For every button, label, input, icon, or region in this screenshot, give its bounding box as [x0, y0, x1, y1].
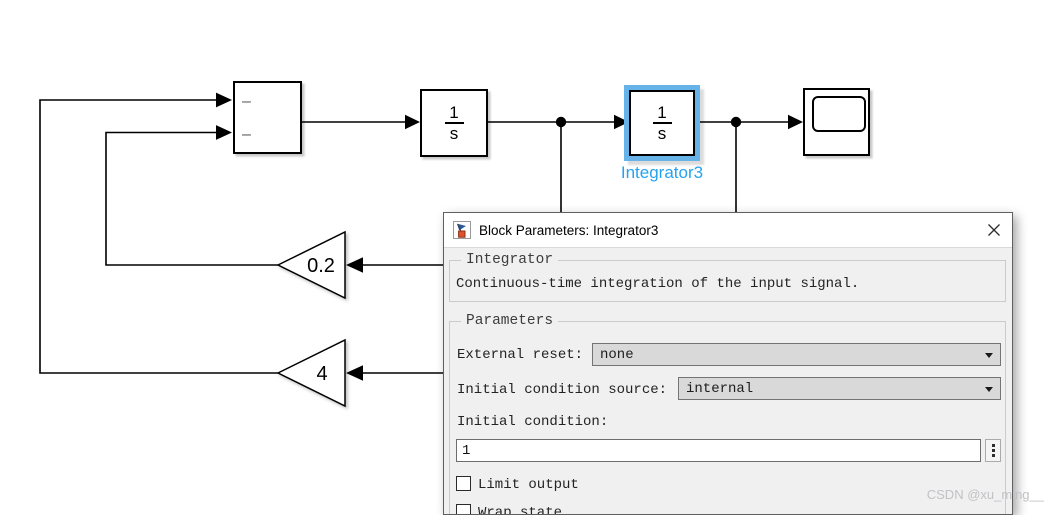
integrator-description: Continuous-time integration of the input… [456, 276, 860, 292]
initial-condition-label: Initial condition: [457, 414, 609, 430]
initial-condition-source-dropdown[interactable]: internal [678, 377, 1001, 400]
close-icon[interactable] [986, 222, 1002, 238]
fraction-denominator: s [444, 121, 464, 143]
sum-minus-sign-bottom: – [242, 126, 251, 143]
arrowhead-icon [346, 257, 363, 273]
sum-minus-sign-top: – [242, 93, 251, 110]
external-reset-dropdown[interactable]: none [592, 343, 1001, 366]
arrowhead-icon [614, 114, 629, 130]
parameters-groupbox: Parameters [449, 313, 1006, 514]
block-parameters-dialog: Block Parameters: Integrator3 Integrator… [443, 212, 1013, 515]
arrowhead-icon [216, 125, 232, 140]
ellipsis-icon [991, 454, 995, 457]
external-reset-label: External reset: [457, 347, 584, 363]
edit-expand-button[interactable] [985, 439, 1001, 462]
dropdown-arrow-icon [985, 387, 993, 392]
wire-lines [39, 99, 789, 374]
integrator1-transfer-function: 1 s [444, 102, 464, 143]
wire-arrowheads [216, 92, 803, 381]
gain-block-top[interactable] [276, 230, 346, 300]
limit-output-checkbox[interactable] [456, 476, 471, 491]
branch-dot [730, 116, 742, 128]
fraction-numerator: 1 [449, 102, 459, 122]
scope-screen-icon [812, 96, 866, 132]
wrap-state-checkbox[interactable] [456, 504, 471, 514]
dialog-title: Block Parameters: Integrator3 [479, 222, 659, 238]
gain-top-value: 0.2 [307, 255, 335, 277]
arrowhead-icon [346, 365, 363, 381]
integrator1-block[interactable]: 1 s [420, 89, 488, 157]
ellipsis-icon [991, 449, 995, 452]
scope-block[interactable] [803, 88, 870, 156]
integrator3-transfer-function: 1 s [652, 102, 672, 143]
integrator-groupbox: Integrator [449, 252, 1006, 302]
wire-gain-bottom-to-sum [39, 99, 278, 374]
arrowhead-icon [788, 114, 803, 130]
wire-gain-top-to-sum [105, 131, 278, 266]
gain-block-bottom[interactable] [276, 338, 346, 408]
csdn-watermark: CSDN @xu_ming__ [926, 487, 1044, 502]
external-reset-value: none [600, 346, 634, 363]
integrator3-block-selected[interactable]: 1 s [629, 90, 695, 156]
parameters-group-title: Parameters [461, 313, 559, 329]
dialog-titlebar[interactable]: Block Parameters: Integrator3 [444, 213, 1012, 248]
limit-output-label[interactable]: Limit output [478, 477, 579, 493]
fraction-numerator: 1 [657, 102, 667, 122]
branch-dot [555, 116, 567, 128]
arrowhead-icon [216, 92, 232, 108]
wrap-state-label[interactable]: Wrap state [478, 505, 563, 515]
integrator3-label[interactable]: Integrator3 [620, 163, 704, 182]
initial-condition-source-value: internal [686, 380, 754, 397]
initial-condition-source-label: Initial condition source: [457, 382, 668, 398]
arrowhead-icon [405, 114, 420, 130]
initial-condition-input[interactable] [456, 439, 981, 462]
dropdown-arrow-icon [985, 353, 993, 358]
integrator-group-title: Integrator [461, 252, 559, 268]
ellipsis-icon [991, 444, 995, 447]
sum-block[interactable]: – – [233, 81, 302, 154]
simulink-block-icon [453, 221, 471, 239]
fraction-denominator: s [652, 121, 672, 143]
gain-bottom-value: 4 [316, 363, 327, 385]
